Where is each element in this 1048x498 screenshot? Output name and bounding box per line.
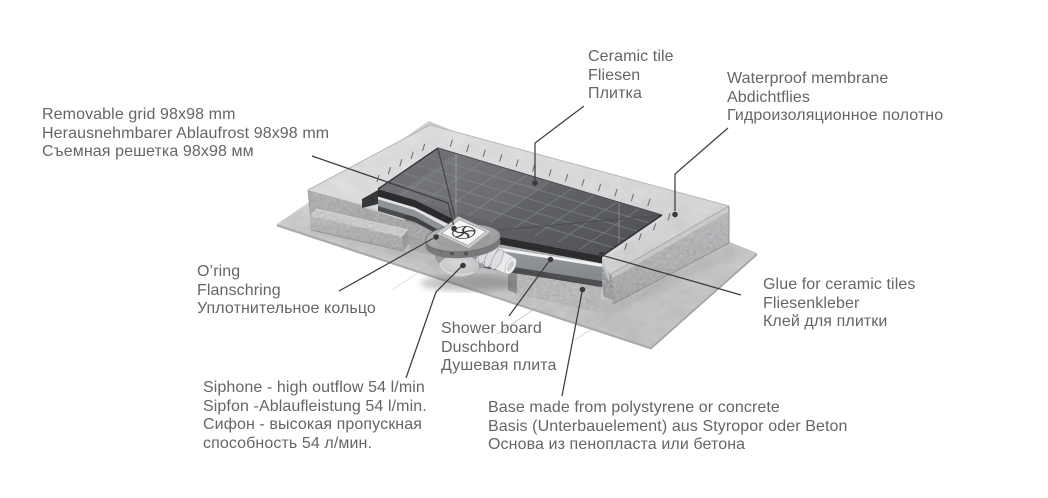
callout-dot-ceramic-tile	[532, 180, 538, 186]
label-line: Съемная решетка 98x98 мм	[42, 143, 254, 161]
label-waterproof-membrane: Waterproof membrane Abdichtflies Гидроиз…	[727, 70, 943, 126]
label-line: Removable grid 98x98 mm	[42, 106, 236, 123]
callout-dot-siphone	[460, 262, 466, 269]
callout-lines	[311, 105, 742, 397]
label-line: Сифон - высокая пропускная	[203, 416, 422, 434]
label-line: Плитка	[588, 85, 642, 103]
ledge-block	[310, 208, 409, 252]
label-ceramic-tile: Ceramic tile Fliesen Плитка	[588, 48, 674, 104]
label-line: Duschbord	[441, 338, 520, 356]
siphon-body	[439, 255, 479, 277]
slope-fold-line-right	[486, 214, 661, 232]
label-line: Fliesen	[588, 66, 641, 84]
label-line: Ceramic tile	[588, 48, 674, 65]
label-line: Glue for ceramic tiles	[763, 276, 916, 293]
tile-edge-face	[378, 189, 602, 264]
removable-drain-grid	[435, 216, 492, 249]
label-line: Уплотнительное кольцо	[197, 300, 376, 318]
slope-fold-line-left	[437, 148, 457, 222]
label-line: способность 54 л/мин.	[203, 435, 372, 453]
label-line: Waterproof membrane	[727, 70, 889, 87]
label-line: Душевая плита	[441, 357, 557, 375]
callout-ceramic-tile	[532, 105, 585, 186]
callout-dot-oring	[433, 234, 439, 240]
siphon-shadow	[420, 275, 516, 291]
label-line: Клей для плитки	[763, 313, 888, 331]
membrane-anchor-ticks	[376, 139, 671, 251]
label-line: O’ring	[197, 263, 241, 280]
label-line: Basis (Unterbauelement) aus Styropor ode…	[488, 417, 848, 435]
tile-grout-lines	[389, 154, 651, 250]
label-siphone: Siphone - high outflow 54 l/min Sipfon -…	[203, 379, 427, 454]
callout-dot-removable-grid	[451, 225, 457, 232]
label-line: Shower board	[441, 320, 542, 337]
callout-dot-shower-board	[547, 256, 554, 263]
callout-removable-grid	[311, 155, 457, 232]
callout-waterproof-membrane	[672, 127, 729, 218]
label-line: Fliesenkleber	[763, 294, 860, 312]
callout-glue	[598, 251, 742, 296]
callout-base	[561, 286, 586, 397]
callout-dot-waterproof-membrane	[672, 211, 678, 218]
callout-siphone	[405, 262, 466, 379]
label-shower-board: Shower board Duschbord Душевая плита	[441, 320, 557, 376]
label-line: Abdichtflies	[727, 88, 811, 106]
label-line: Siphone - high outflow 54 l/min	[203, 379, 425, 396]
label-line: Гидроизоляционное полотно	[727, 107, 944, 125]
label-line: Herausnehmbarer Ablaufrost 98x98 mm	[42, 124, 330, 142]
callout-shower-board	[508, 256, 554, 317]
label-line: Base made from polystyrene or concrete	[488, 399, 780, 416]
callout-dot-glue	[598, 251, 605, 258]
label-line: Sipfon -Ablaufleistung 54 l/min.	[203, 397, 427, 415]
label-oring: O’ring Flanschring Уплотнительное кольцо	[197, 263, 376, 319]
label-line: Основа из пенопласта или бетона	[488, 436, 746, 454]
label-line: Flanschring	[197, 281, 281, 299]
label-removable-grid: Removable grid 98x98 mm Herausnehmbarer …	[42, 106, 329, 162]
callout-dot-base	[579, 286, 586, 293]
label-base: Base made from polystyrene or concrete B…	[488, 399, 848, 455]
label-glue: Glue for ceramic tiles Fliesenkleber Кле…	[763, 276, 915, 332]
ceramic-tile-surface	[377, 147, 665, 259]
callout-oring	[338, 234, 439, 292]
